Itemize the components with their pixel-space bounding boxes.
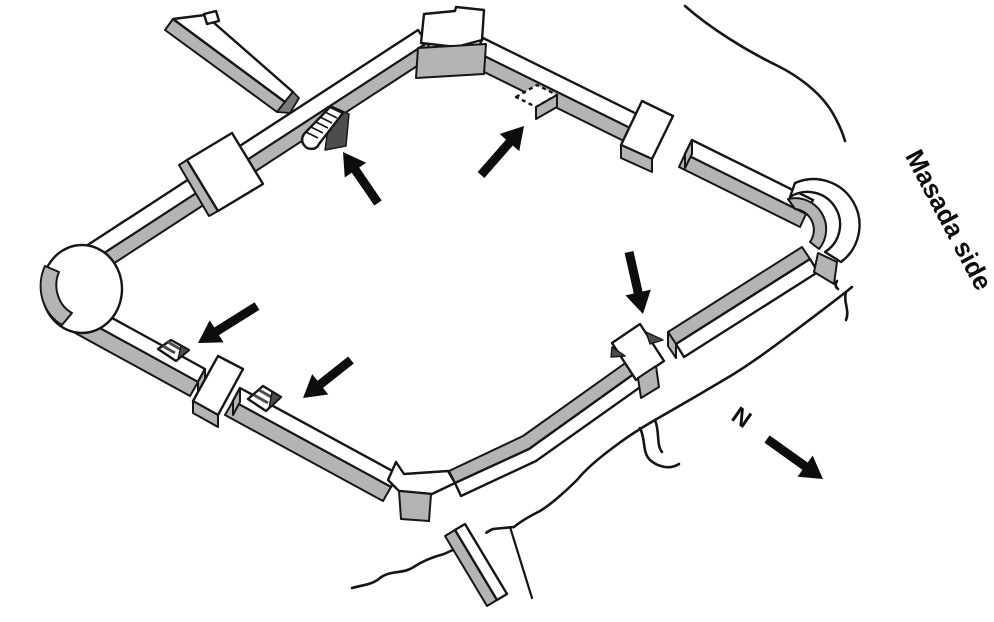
terrain-line-bottom-left <box>350 547 457 590</box>
spur-south-ditch-line <box>508 525 534 600</box>
wall-spur-northwest <box>164 9 300 114</box>
arrow-southwest-gate-stairway <box>303 356 354 398</box>
masada-side-label: Masada side <box>899 144 994 295</box>
gateway-southwest <box>191 354 245 428</box>
wall-southeast-lower-topface <box>448 353 646 484</box>
stairway-northwest-steps-body <box>300 105 345 151</box>
gateway-southeast-shadow-right <box>645 331 664 345</box>
dotted-block-face <box>535 94 558 120</box>
stairway-northwest-steps <box>305 111 338 139</box>
terrain-squiggle-east <box>843 290 849 322</box>
gateway-southeast-stub <box>637 365 660 399</box>
spur-south-top <box>453 522 509 602</box>
gateway-northeast <box>619 99 675 173</box>
stairway-southwest-2 <box>246 384 283 413</box>
wall-northeast-right-end <box>684 139 693 169</box>
stairway-southwest-1 <box>156 338 191 363</box>
wall-southeast-upper-end <box>667 331 677 359</box>
spur-northwest-top <box>171 13 295 104</box>
gateway-southeast-shadow-left <box>610 346 626 358</box>
east-corner-stub <box>813 252 838 285</box>
camp-features <box>156 9 675 607</box>
wall-southeast-upper-topface <box>667 246 811 345</box>
gateway-southeast-top <box>610 322 666 382</box>
south-corner-top <box>386 460 457 496</box>
terrain-lines <box>350 4 854 590</box>
wall-northeast-left-top <box>474 36 647 134</box>
interval-tower-northwest <box>178 131 265 217</box>
stairway-southwest-1-steps <box>162 340 181 355</box>
north-corner-tower-face <box>415 43 487 79</box>
arrow-northeast-gate <box>477 126 524 178</box>
wall-northeast-right-face <box>678 153 807 228</box>
terrain-branch-2 <box>653 418 664 454</box>
wall-southwest-right-face <box>224 400 392 502</box>
terrain-tick-east <box>834 279 840 291</box>
gateway-southeast <box>610 322 666 399</box>
wall-southwest-right-end <box>232 387 241 416</box>
north-corner-tower-top <box>419 5 486 49</box>
east-corner-roundel <box>788 177 861 264</box>
stairway-southwest-2-side <box>268 391 282 409</box>
interval-tower-top <box>185 131 265 213</box>
wall-southeast-upper-outerface <box>674 257 820 359</box>
north-label: N <box>726 402 756 434</box>
gateway-northeast-face <box>620 144 653 173</box>
north-direction-arrow <box>764 435 823 479</box>
gate-block-northeast-inner <box>514 83 559 120</box>
arrow-southwest-stairway <box>198 302 260 343</box>
camp-corners <box>39 5 861 522</box>
stairway-southwest-1-side <box>177 345 190 360</box>
gateway-southwest-face <box>192 400 219 428</box>
arrow-southeast-gate <box>624 251 651 314</box>
stairway-northwest <box>300 105 350 151</box>
east-corner-inner-face <box>787 197 828 250</box>
arrows-layer <box>198 126 823 479</box>
spur-northwest-lip <box>202 9 221 26</box>
camp-walls <box>56 28 820 502</box>
wall-spur-south <box>444 522 534 607</box>
west-corner-face <box>39 265 73 326</box>
arrow-northwest-stairway <box>343 152 382 206</box>
terrain-line-east-slope <box>485 285 854 534</box>
wall-southeast-lower-outerface <box>453 364 655 498</box>
south-corner-block <box>398 490 432 522</box>
spur-northwest-endcap <box>276 91 300 114</box>
terrain-line-top-right <box>683 4 847 143</box>
terrain-branch-1 <box>638 426 681 469</box>
